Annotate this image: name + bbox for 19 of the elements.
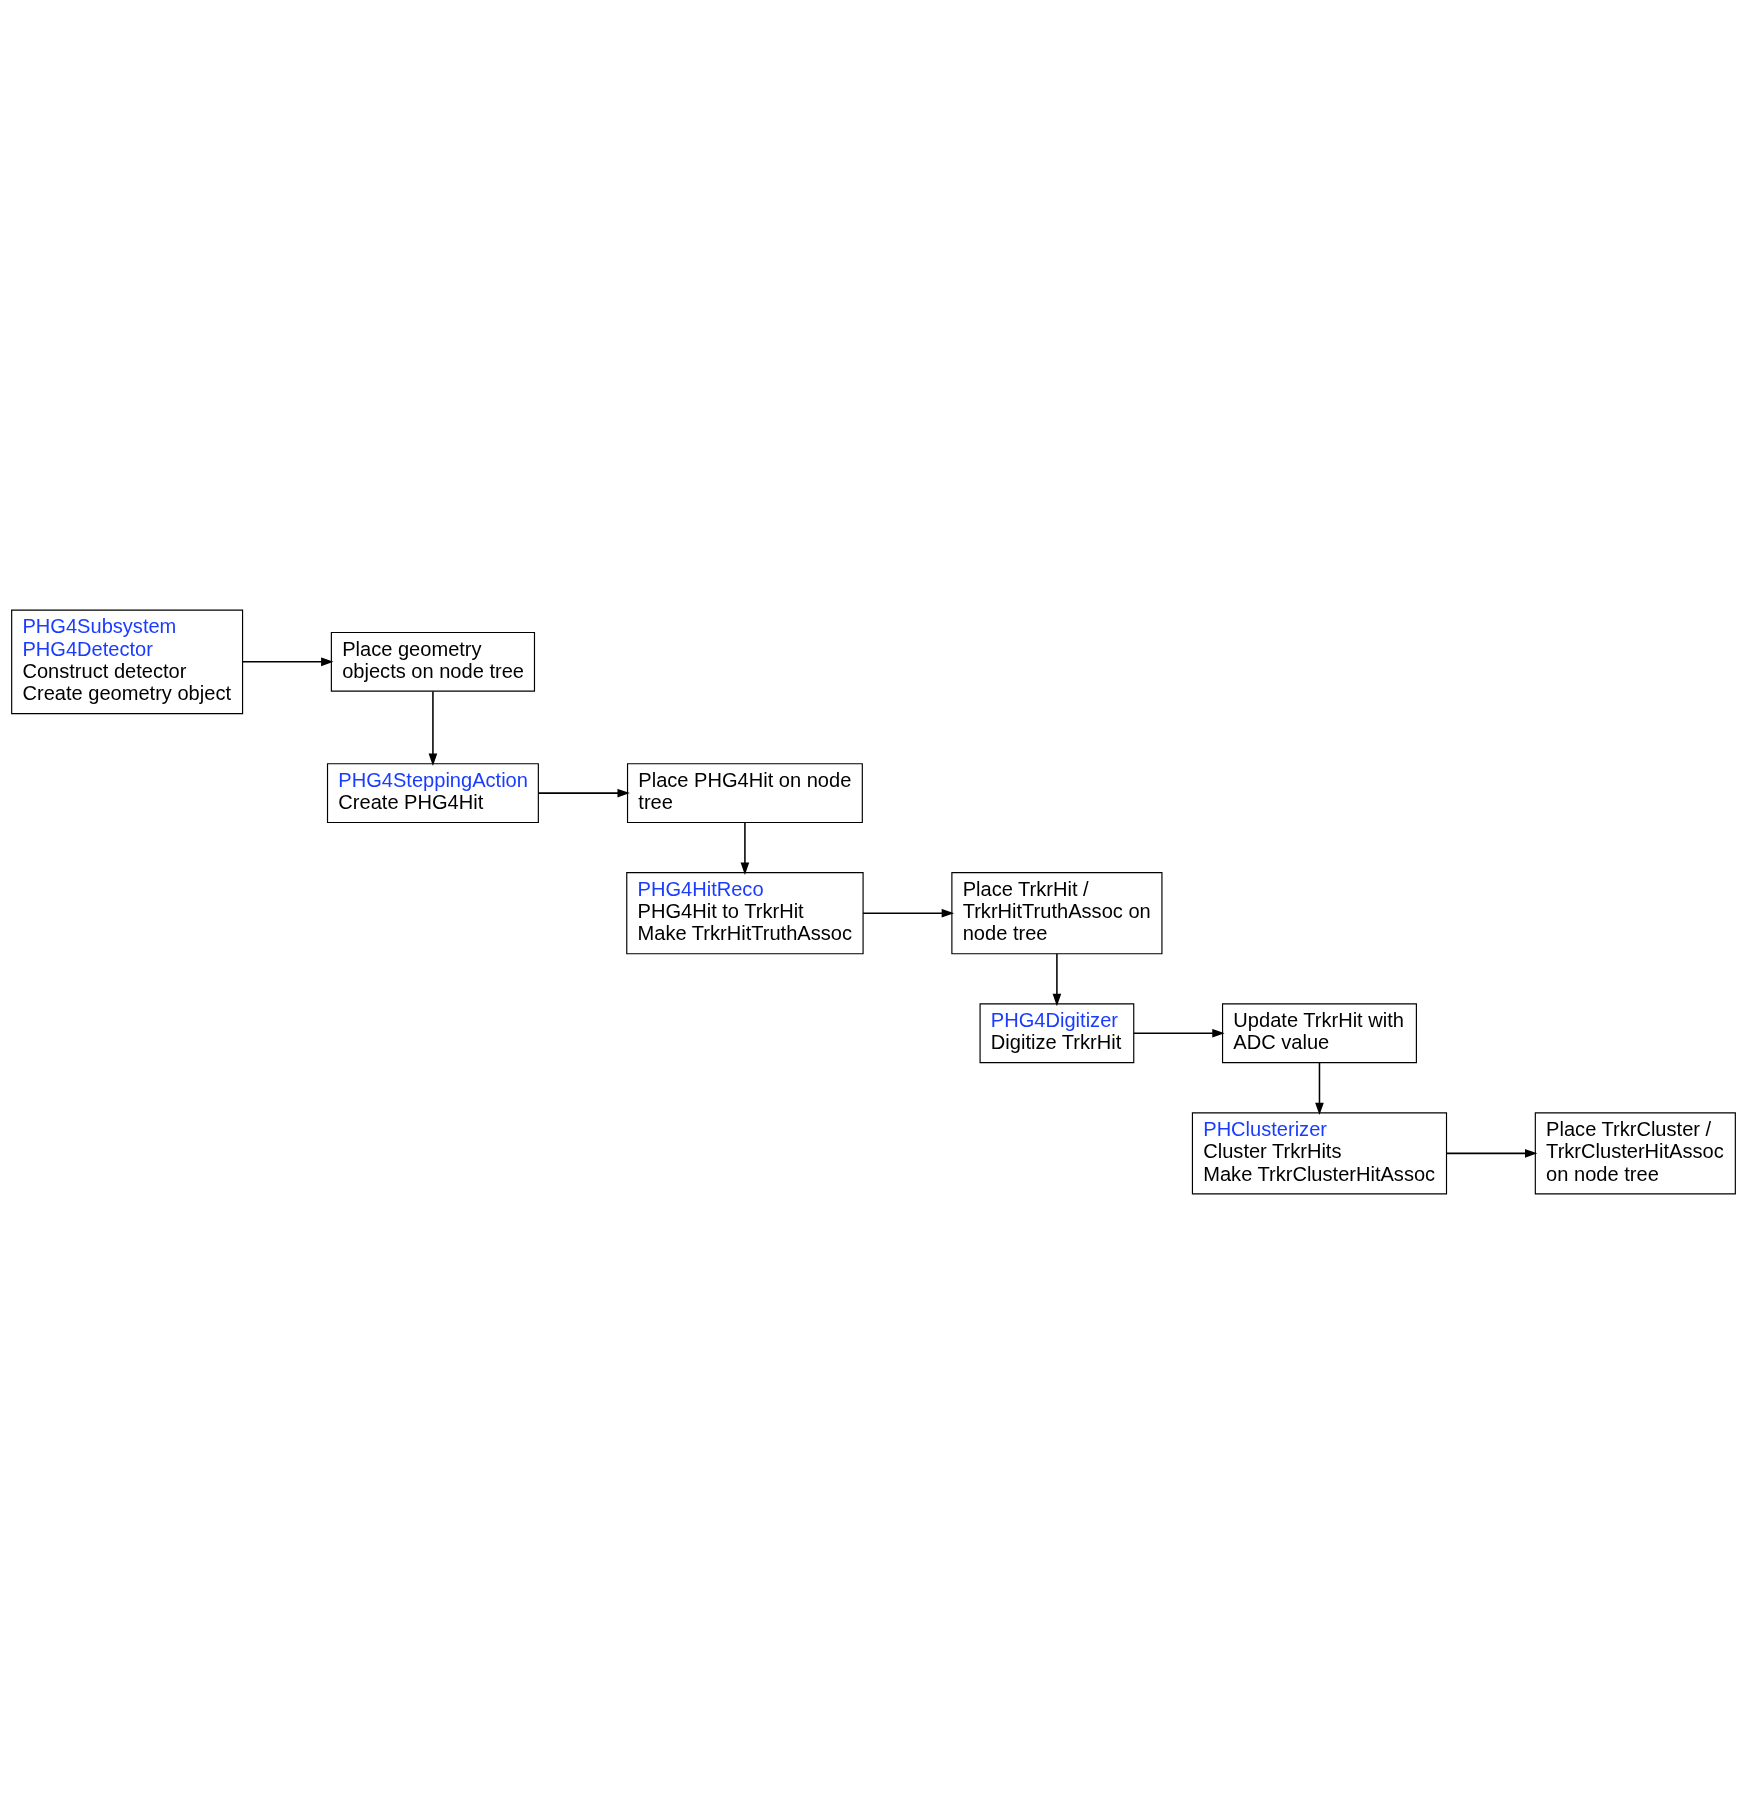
- arrow: [428, 690, 438, 766]
- node-box: PHG4HitReco PHG4Hit to TrkrHit Make TrkrHitTruthAssoc: [626, 871, 864, 954]
- node-box: PHClusterizer Cluster TrkrHits Make TrkrClusterHitAssoc: [1191, 1111, 1448, 1194]
- arrow: [537, 788, 630, 797]
- node-box: Place PHG4Hit on node tree: [626, 762, 863, 823]
- node-box: Place geometry objects on node tree: [330, 631, 536, 692]
- arrow: [862, 908, 955, 918]
- arrow: [1315, 1061, 1324, 1115]
- node-box: PHG4SteppingAction Create PHG4Hit: [326, 762, 539, 823]
- node-box: Place TrkrCluster / TrkrClusterHitAssoc on node tree: [1534, 1111, 1736, 1194]
- arrow: [740, 821, 750, 875]
- node-box: PHG4Digitizer Digitize TrkrHit: [979, 1002, 1135, 1063]
- arrow: [1052, 952, 1062, 1006]
- arrow: [241, 657, 334, 666]
- arrow: [1445, 1148, 1538, 1158]
- node-box: Update TrkrHit with ADC value: [1222, 1002, 1417, 1063]
- node-box: PHG4Subsystem PHG4Detector Construct detector Create geometry object: [11, 609, 244, 714]
- arrow: [1133, 1028, 1225, 1038]
- node-box: Place TrkrHit / TrkrHitTruthAssoc on node tree: [951, 871, 1163, 954]
